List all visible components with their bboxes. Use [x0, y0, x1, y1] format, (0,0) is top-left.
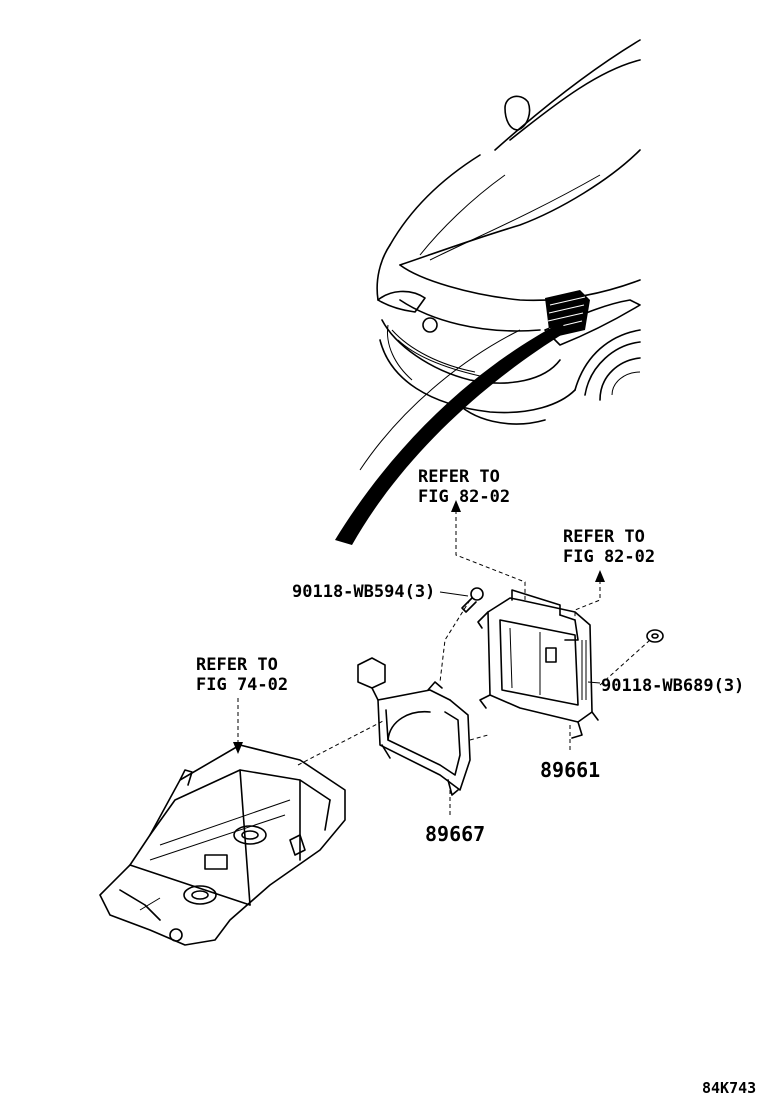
refer-to-top-line1: REFER TO	[418, 467, 500, 487]
bolt-right	[646, 629, 664, 643]
refer-to-right-line1: REFER TO	[563, 527, 645, 547]
figure-code: 84K743	[702, 1079, 757, 1097]
refer-to-left-line1: REFER TO	[196, 655, 278, 675]
battery-tray	[99, 744, 346, 946]
car-front-illustration	[335, 39, 641, 545]
refer-to-top-line2: FIG 82-02	[418, 487, 511, 507]
leader-lines	[233, 500, 651, 815]
bolt-left	[461, 587, 484, 613]
refer-to-right-line2: FIG 82-02	[563, 547, 656, 567]
part-number-bolt-right: 90118-WB689(3)	[601, 676, 745, 696]
part-number-bolt-left: 90118-WB594(3)	[292, 582, 436, 602]
part-number-bracket: 89667	[425, 822, 486, 846]
refer-to-left-line2: FIG 74-02	[196, 675, 289, 695]
ecu-bracket	[357, 657, 471, 796]
ecu-module	[477, 589, 599, 739]
location-pointer	[335, 322, 566, 545]
part-number-ecu: 89661	[540, 758, 601, 782]
